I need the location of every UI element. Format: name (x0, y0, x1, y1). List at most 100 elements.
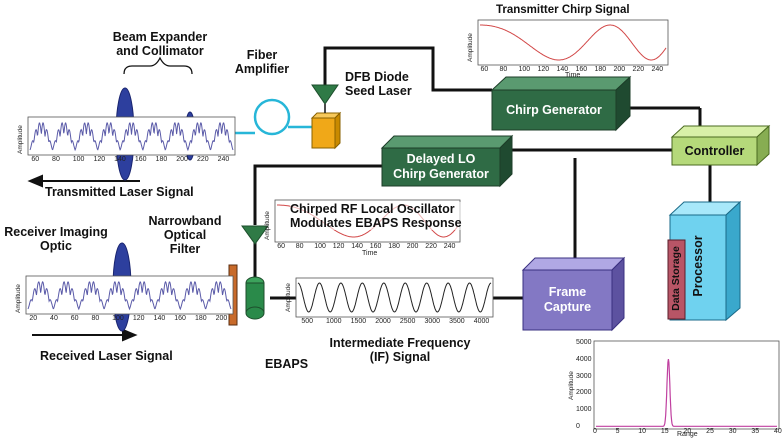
dfb-seed-laser-box (310, 111, 342, 150)
transmitter-chirp-plot-frame (477, 19, 669, 66)
fft-x-tick: 5 (615, 428, 620, 435)
if-tick: 3000 (424, 318, 441, 325)
ebaps-label: EBAPS (265, 357, 309, 371)
processor-label: Processor (690, 235, 705, 297)
data-storage-label: Data Storage (670, 246, 682, 311)
transmitter-chirp-tick: 80 (499, 66, 508, 73)
wire-chirpgen-to-seed-antenna (323, 46, 492, 92)
wire-controller-framecapture (688, 162, 712, 210)
lo-chirp-tick: 100 (314, 243, 326, 250)
transmitter-chirp-tick: 100 (518, 66, 531, 73)
controller-block (670, 124, 771, 167)
delayed-lo-label: Delayed LO Chirp Generator (393, 152, 489, 181)
transmitter-chirp-tick: 180 (594, 66, 607, 73)
if-tick: 3500 (449, 318, 465, 325)
received-tick: 200 (215, 315, 228, 322)
transmitted-tick: 180 (155, 156, 168, 163)
fft-y-tick: 0 (576, 423, 580, 430)
if-tick: 1000 (325, 318, 342, 325)
transmitter-chirp-waveform (480, 24, 667, 61)
transmitter-chirp-tick: 120 (537, 66, 550, 73)
transmitted-tick: 120 (93, 156, 106, 163)
frame-capture-block (521, 256, 626, 332)
fft-plot-frame (593, 340, 780, 430)
lo-chirp-xlabel: Time (362, 250, 378, 257)
fft-y-tick: 1000 (576, 406, 592, 414)
lo-chirp-tick: 160 (369, 243, 382, 250)
data-storage-block (667, 239, 686, 320)
received-tick: 80 (91, 315, 100, 322)
received-tick: 20 (29, 315, 38, 322)
dfb-seed-laser-label: DFB Diode Seed Laser (345, 70, 412, 98)
transmitter-chirp-title: Transmitter Chirp Signal (496, 4, 630, 16)
received-tick: 60 (70, 315, 79, 322)
fft-label: FFT (719, 350, 744, 366)
if-tick: 4000 (473, 318, 490, 325)
fft-x-tick: 30 (728, 428, 737, 435)
controller-label: Controller (684, 143, 745, 158)
fft-x-tick: 0 (593, 428, 597, 435)
transmitted-tick: 140 (114, 156, 126, 163)
received-signal-label: Received Laser Signal (40, 349, 173, 363)
lo-chirp-tick: 240 (443, 243, 456, 250)
transmitted-tick: 160 (134, 156, 147, 163)
transmitted-waveform (29, 121, 234, 152)
if-plot-frame (295, 277, 494, 318)
transmitter-chirp-xlabel: Time (565, 72, 581, 79)
lo-chirp-tick: 220 (425, 243, 437, 250)
received-tick: 40 (50, 315, 58, 322)
wire-lo-to-antenna (253, 164, 382, 225)
transmitter-chirp-tick: 200 (613, 66, 626, 73)
transmitter-chirp-tick: 160 (575, 66, 588, 73)
transmitted-tick: 100 (72, 156, 85, 163)
lo-chirp-ylabel: Amplitude (264, 211, 271, 240)
transmitter-chirp-tick: 140 (556, 66, 569, 73)
chirp-generator-label: Chirp Generator (506, 102, 602, 117)
beam-expander-bracket (123, 56, 193, 75)
receiver-optic-label: Receiver Imaging Optic (4, 225, 108, 253)
fft-x-tick: 10 (638, 428, 647, 435)
frame-capture-label: Frame Capture (543, 285, 592, 314)
fft-x-tick: 15 (660, 428, 669, 435)
if-tick: 1500 (350, 318, 367, 325)
if-tick: 500 (301, 318, 313, 325)
narrowband-filter-label: Narrowband Optical Filter (148, 214, 222, 256)
seed-antenna (311, 84, 339, 113)
fft-y-tick: 4000 (576, 355, 592, 363)
transmitter-chirp-tick: 220 (632, 66, 645, 73)
transmitted-tick: 60 (31, 156, 40, 163)
received-waveform (27, 281, 232, 311)
if-tick: 2500 (399, 318, 416, 325)
if-signal-label: Intermediate Frequency (IF) Signal (329, 336, 471, 364)
if-tick: 2000 (375, 318, 391, 325)
beam-expander-label: Beam Expander and Collimator (112, 30, 208, 58)
received-tick: 180 (194, 315, 207, 322)
transmitted-tick: 80 (52, 156, 60, 163)
fft-x-tick: 35 (751, 428, 760, 435)
fft-x-tick: 25 (706, 428, 714, 435)
fft-ylabel: Amplitude (568, 371, 575, 400)
ebaps-antenna (241, 225, 269, 245)
chirped-rf-label: Chirped RF Local Oscillator Modulates EB… (290, 202, 462, 230)
transmitter-chirp-tick: 240 (651, 66, 664, 73)
transmitter-chirp-ylabel: Amplitude (467, 33, 474, 62)
fiber-amplifier-label: Fiber Amplifier (234, 48, 290, 76)
received-tick: 120 (132, 315, 145, 322)
fft-x-tick: 40 (774, 428, 782, 435)
transmitted-ylabel: Amplitude (17, 125, 24, 154)
fft-y-tick: 2000 (576, 389, 592, 397)
lo-chirp-tick: 180 (388, 243, 400, 250)
received-ylabel: Amplitude (15, 284, 22, 313)
fft-xlabel: Range (677, 431, 698, 438)
fft-y-tick: 5000 (576, 339, 592, 346)
fft-y-tick: 3000 (576, 372, 592, 380)
ebaps-detector (245, 276, 265, 320)
transmitter-chirp-tick: 60 (480, 66, 489, 73)
received-arrow-head (122, 328, 138, 342)
lo-chirp-tick: 200 (406, 243, 419, 250)
if-ylabel: Amplitude (285, 283, 292, 312)
lo-chirp-tick: 80 (295, 243, 304, 250)
received-tick: 160 (174, 315, 186, 322)
transmitted-tick: 220 (196, 156, 209, 163)
